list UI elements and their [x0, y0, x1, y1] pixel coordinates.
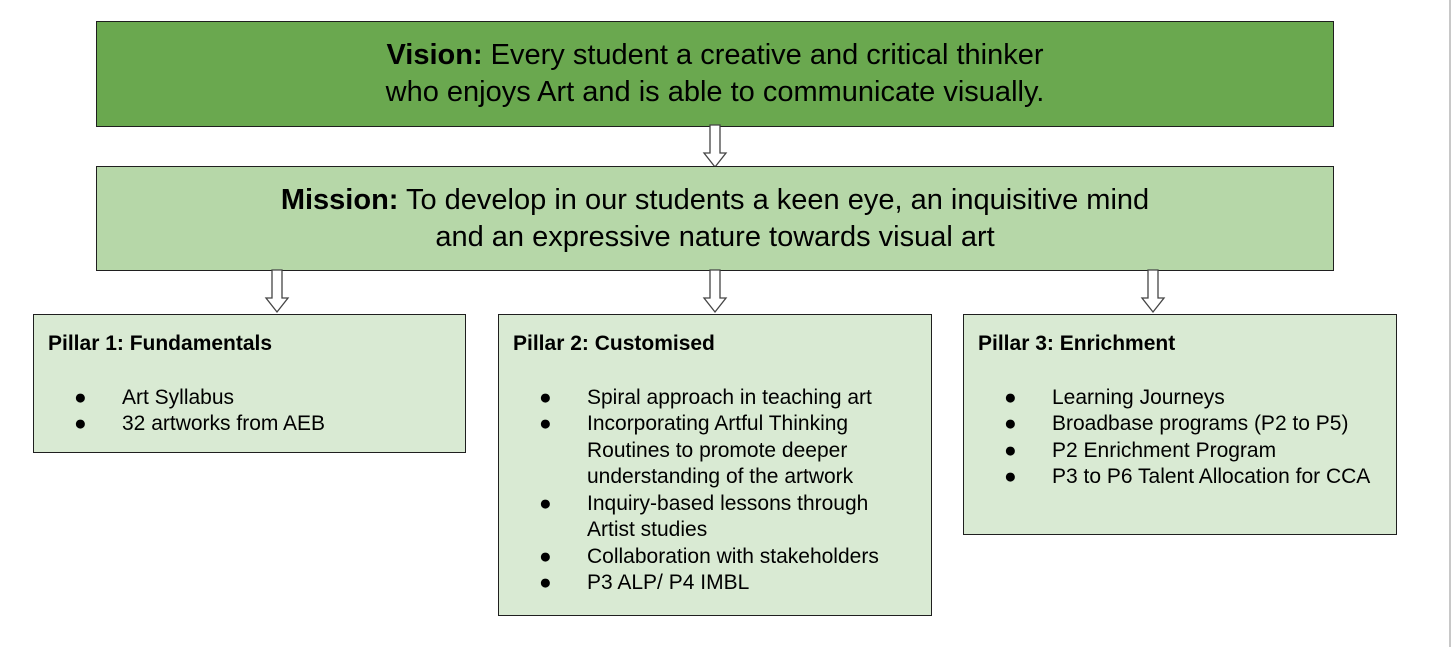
list-item: ● 32 artworks from AEB	[48, 411, 451, 438]
mission-line-1: Mission: To develop in our students a ke…	[281, 182, 1149, 219]
down-arrow-icon	[264, 269, 290, 314]
bullet-icon: ●	[74, 412, 87, 435]
vision-line-1: Vision: Every student a creative and cri…	[386, 37, 1043, 74]
list-item-text: P3 ALP/ P4 IMBL	[587, 571, 750, 594]
mission-box: Mission: To develop in our students a ke…	[96, 166, 1334, 271]
list-item-text: Incorporating Artful Thinking Routines t…	[587, 412, 854, 488]
pillar-3-list: ● Learning Journeys ● Broadbase programs (…	[978, 385, 1382, 491]
mission-text-1: To develop in our students a keen eye, a…	[398, 183, 1150, 216]
list-item-text: Spiral approach in teaching art	[587, 385, 872, 409]
list-item: ● Spiral approach in teaching art	[513, 385, 917, 412]
bullet-icon: ●	[1004, 385, 1017, 409]
list-item-text: Broadbase programs (P2 to P5)	[1052, 412, 1349, 435]
list-item: ● P2 Enrichment Program	[978, 438, 1382, 465]
list-item-text: Art Syllabus	[122, 385, 235, 409]
bullet-icon: ●	[539, 385, 552, 409]
vision-text-1: Every student a creative and critical th…	[482, 39, 1044, 71]
bullet-icon: ●	[539, 412, 552, 435]
list-item: ● Inquiry-based lessons through Artist st…	[513, 491, 917, 544]
list-item-text: P2 Enrichment Program	[1052, 438, 1277, 462]
pillar-2-box: Pillar 2: Customised ● Spiral approach in…	[498, 314, 932, 616]
list-item: ● P3 ALP/ P4 IMBL	[513, 570, 917, 597]
list-item: ● Broadbase programs (P2 to P5)	[978, 411, 1382, 438]
pillar-3-title: Pillar 3: Enrichment	[978, 332, 1176, 355]
list-item: ● Art Syllabus	[48, 385, 451, 412]
list-item-text: Collaboration with stakeholders	[587, 544, 879, 568]
list-item-text: 32 artworks from AEB	[122, 412, 326, 435]
mission-text-2: and an expressive nature towards visual …	[435, 220, 995, 253]
vision-text-2: who enjoys Art and is able to communicat…	[385, 76, 1045, 108]
bullet-icon: ●	[1004, 412, 1017, 435]
list-item: ● Incorporating Artful Thinking Routines …	[513, 411, 917, 491]
bullet-icon: ●	[74, 385, 87, 409]
list-item-text: Inquiry-based lessons through Artist stu…	[587, 491, 869, 542]
bullet-icon: ●	[539, 544, 552, 568]
list-item: ● P3 to P6 Talent Allocation for CCA	[978, 464, 1382, 491]
pillar-1-list: ● Art Syllabus ● 32 artworks from AEB	[48, 385, 451, 438]
down-arrow-icon	[702, 124, 728, 169]
down-arrow-icon	[702, 269, 728, 314]
page-edge-divider	[1449, 0, 1451, 647]
pillar-1-title: Pillar 1: Fundamentals	[48, 332, 273, 355]
pillar-2-title: Pillar 2: Customised	[513, 332, 715, 355]
vision-box: Vision: Every student a creative and cri…	[96, 21, 1334, 127]
pillar-3-box: Pillar 3: Enrichment ● Learning Journeys …	[963, 314, 1397, 535]
vision-label: Vision:	[386, 39, 483, 71]
bullet-icon: ●	[1004, 438, 1017, 462]
list-item: ● Collaboration with stakeholders	[513, 544, 917, 571]
mission-label: Mission:	[280, 183, 399, 216]
pillar-1-box: Pillar 1: Fundamentals ● Art Syllabus ● 32…	[33, 314, 466, 453]
bullet-icon: ●	[1004, 465, 1017, 488]
bullet-icon: ●	[539, 571, 552, 594]
pillar-2-list: ● Spiral approach in teaching art ● Incorp…	[513, 385, 917, 597]
list-item-text: Learning Journeys	[1052, 385, 1225, 409]
list-item: ● Learning Journeys	[978, 385, 1382, 412]
down-arrow-icon	[1140, 269, 1166, 314]
bullet-icon: ●	[539, 491, 552, 515]
list-item-text: P3 to P6 Talent Allocation for CCA	[1052, 465, 1371, 488]
